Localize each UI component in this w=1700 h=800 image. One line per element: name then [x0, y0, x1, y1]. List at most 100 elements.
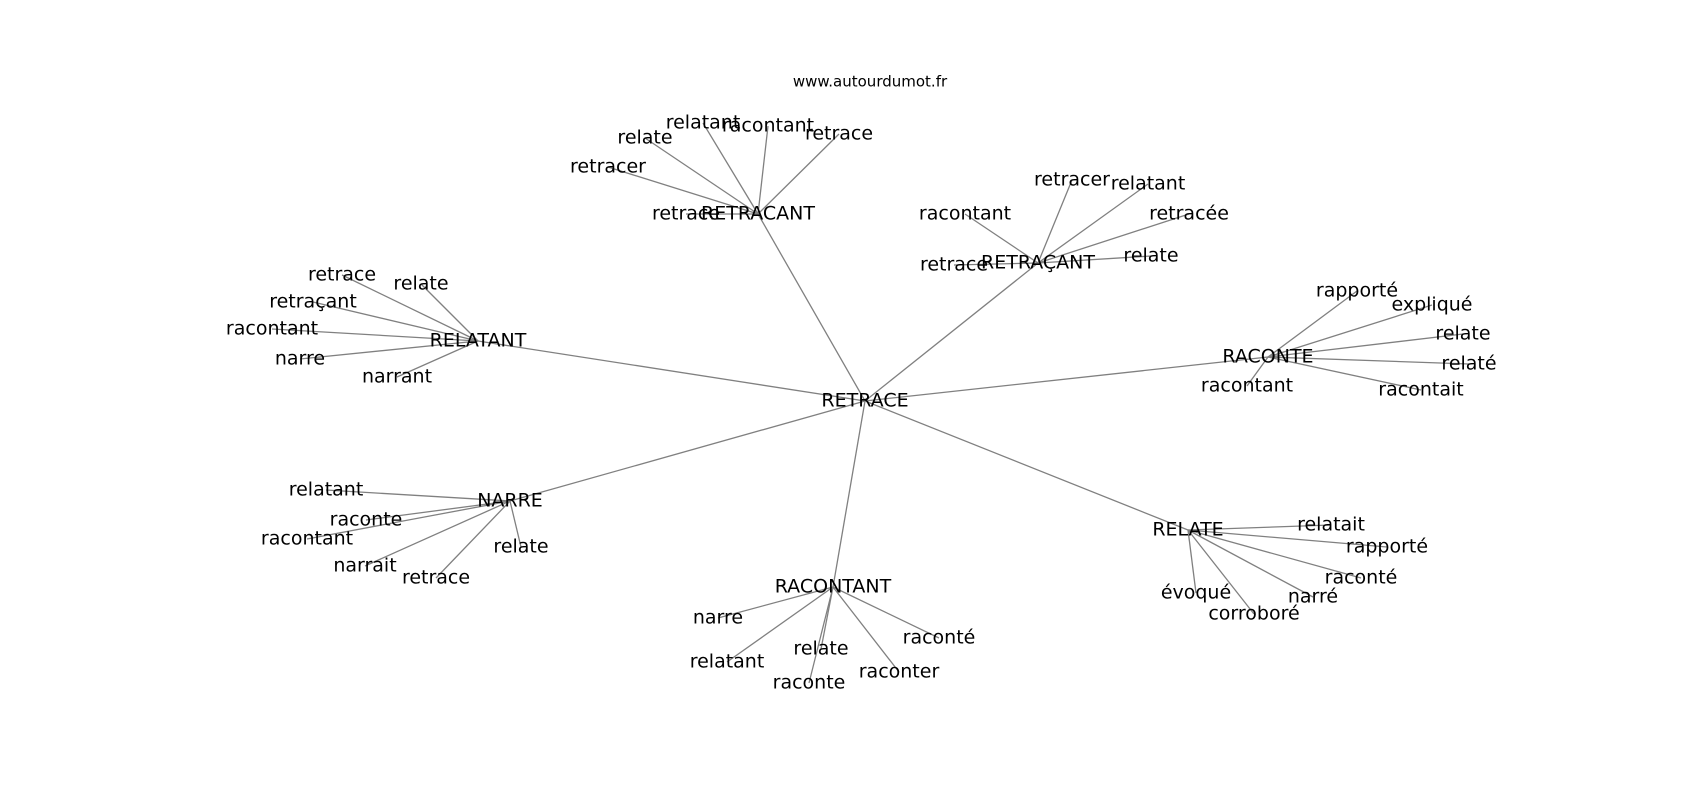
leaf-node-relatant-racontant: racontant — [226, 318, 318, 340]
center-node: RETRACE — [821, 390, 908, 412]
edge-racontant-to-raconte — [808, 586, 834, 684]
edge-center-to-retracant-cedille — [864, 262, 1039, 402]
edge-retracant-cedille-to-relatant — [1037, 183, 1149, 264]
leaf-node-raconte-racontant: racontant — [1201, 375, 1293, 397]
hub-node-narre: NARRE — [477, 490, 543, 512]
leaf-node-relatant-retrace: retrace — [308, 264, 376, 286]
edge-retracant-cedille-to-retracee — [1037, 213, 1190, 264]
leaf-node-relate-rapporte: rapporté — [1346, 536, 1428, 558]
edge-relatant-to-racontant — [271, 328, 479, 342]
hub-node-retracant: RETRACANT — [701, 203, 815, 225]
leaf-node-relatant-narre: narre — [275, 348, 325, 370]
leaf-node-retracant-cedille-retrace: retrace — [920, 254, 988, 276]
hub-node-retracant-cedille: RETRAÇANT — [981, 252, 1095, 274]
edge-relate-to-corrobore — [1187, 529, 1255, 615]
leaf-node-retracant-relate: relate — [617, 127, 672, 149]
edge-relatant-to-retracant — [312, 301, 479, 342]
leaf-node-relate-relatait: relatait — [1297, 514, 1365, 536]
edge-center-to-relatant — [477, 340, 866, 402]
leaf-node-narre-relate: relate — [493, 536, 548, 558]
leaf-node-racontant-raconter: raconter — [859, 661, 940, 683]
edge-racontant-to-narre — [717, 586, 834, 619]
edge-retracant-to-racontant — [757, 125, 769, 215]
leaf-node-retracant-cedille-racontant: racontant — [919, 203, 1011, 225]
hub-node-racontant: RACONTANT — [775, 576, 892, 598]
leaf-node-retracant-retracer: retracer — [570, 156, 646, 178]
edge-narre-to-retrace — [435, 500, 511, 579]
edge-relate-to-raconte — [1187, 529, 1362, 579]
edge-narre-to-racontant — [306, 500, 511, 540]
leaf-node-raconte-relate: relate — [1435, 323, 1490, 345]
edge-racontant-to-raconte — [832, 586, 940, 639]
edge-center-to-raconte — [864, 356, 1269, 402]
edge-raconte-to-explique — [1267, 304, 1433, 358]
hub-node-raconte: RACONTE — [1222, 346, 1313, 368]
edge-center-to-relate — [864, 400, 1189, 531]
leaf-node-relatant-relate: relate — [393, 273, 448, 295]
leaf-node-retracant-cedille-retracer: retracer — [1034, 169, 1110, 191]
edge-retracant-to-relatant — [702, 122, 759, 215]
edge-raconte-to-relate — [1267, 333, 1464, 358]
leaf-node-narre-racontant: racontant — [261, 528, 353, 550]
edge-retracant-to-relate — [644, 137, 759, 215]
leaf-node-relate-narre: narré — [1288, 586, 1338, 608]
leaf-node-raconte-relate: relaté — [1441, 353, 1496, 375]
hub-node-relatant: RELATANT — [430, 330, 527, 352]
leaf-node-narre-raconte: raconte — [330, 509, 403, 531]
leaf-node-raconte-racontait: racontait — [1378, 379, 1463, 401]
leaf-node-racontant-relate: relate — [793, 638, 848, 660]
edge-raconte-to-rapporte — [1267, 290, 1358, 358]
graph-labels: RETRACErelatantracontantretracerelateret… — [226, 112, 1497, 694]
leaf-node-raconte-explique: expliqué — [1391, 294, 1472, 316]
edge-relate-to-narre — [1187, 529, 1314, 598]
edge-retracant-cedille-to-racontant — [964, 213, 1039, 264]
leaf-node-narre-relatant: relatant — [289, 479, 364, 501]
edge-relatant-to-narrant — [396, 340, 479, 378]
edge-retracant-to-retracer — [607, 166, 759, 215]
edge-raconte-to-relate — [1267, 356, 1470, 365]
graph-edges — [271, 122, 1470, 684]
edge-relate-to-rapporte — [1187, 529, 1388, 548]
leaf-node-retracant-retrace: retrace — [805, 123, 873, 145]
edge-relate-to-relatait — [1187, 524, 1332, 531]
leaf-node-retracant-racontant: racontant — [722, 115, 814, 137]
leaf-node-raconte-rapporte: rapporté — [1316, 280, 1398, 302]
edge-narre-to-relatant — [325, 489, 511, 502]
leaf-node-racontant-raconte: raconté — [903, 627, 976, 649]
edge-narre-to-narrait — [364, 500, 511, 567]
edge-narre-to-raconte — [365, 500, 511, 521]
edge-center-to-retracant — [757, 213, 866, 402]
edge-raconte-to-racontant — [1246, 356, 1269, 387]
edge-relatant-to-narre — [299, 340, 479, 360]
leaf-node-relate-raconte: raconté — [1325, 567, 1398, 589]
leaf-node-retracant-retrace: retrace — [652, 203, 720, 225]
leaf-node-retracant-cedille-retracee: retracée — [1149, 203, 1229, 225]
edge-relatant-to-retrace — [341, 274, 479, 342]
edge-center-to-racontant — [832, 400, 866, 588]
leaf-node-retracant-cedille-relatant: relatant — [1111, 173, 1186, 195]
edge-retracant-cedille-to-retracer — [1037, 179, 1073, 264]
edge-relatant-to-relate — [420, 283, 479, 342]
leaf-node-retracant-cedille-relate: relate — [1123, 245, 1178, 267]
leaf-node-relatant-retracant: retraçant — [269, 291, 357, 313]
edge-retracant-cedille-to-relate — [1037, 255, 1152, 264]
leaf-node-retracant-relatant: relatant — [666, 112, 741, 134]
leaf-node-narre-retrace: retrace — [402, 567, 470, 589]
leaf-node-racontant-relatant: relatant — [690, 651, 765, 673]
leaf-node-racontant-narre: narre — [693, 607, 743, 629]
leaf-node-racontant-raconte: raconte — [773, 672, 846, 694]
hub-node-relate: RELATE — [1152, 519, 1223, 541]
edge-racontant-to-relatant — [726, 586, 834, 663]
edge-relate-to-evoque — [1187, 529, 1197, 594]
edge-raconte-to-racontait — [1267, 356, 1422, 391]
leaf-node-narre-narrait: narrait — [333, 555, 396, 577]
leaf-node-relatant-narrant: narrant — [362, 366, 432, 388]
edge-racontant-to-raconter — [832, 586, 900, 673]
leaf-node-relate-evoque: évoqué — [1161, 582, 1231, 604]
leaf-node-relate-corrobore: corroboré — [1208, 603, 1299, 625]
edge-retracant-cedille-to-retrace — [953, 262, 1039, 266]
edge-retracant-to-retrace — [757, 133, 840, 215]
source-url: www.autourdumot.fr — [793, 73, 948, 91]
edge-center-to-narre — [509, 400, 866, 502]
